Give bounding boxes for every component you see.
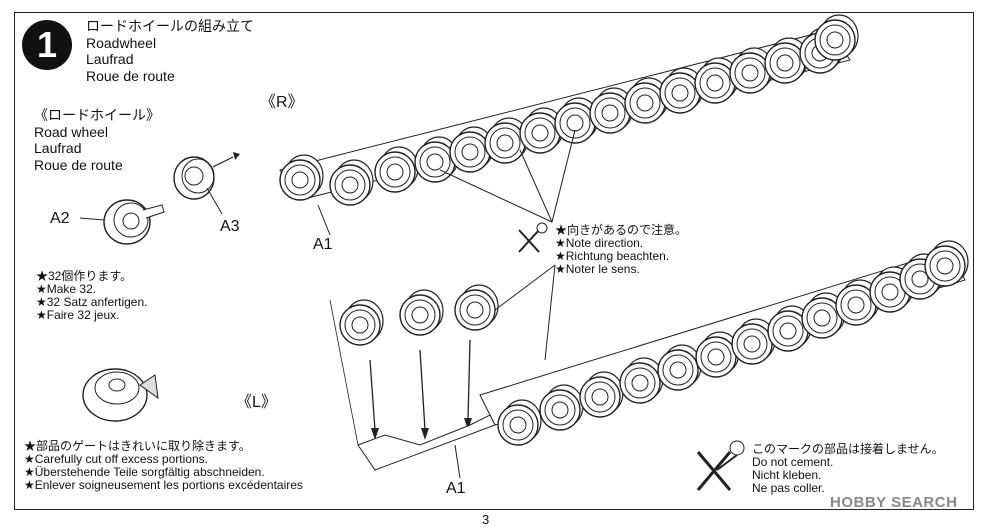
note-line: ★Noter le sens. — [555, 262, 640, 276]
title-en: Roadwheel — [86, 34, 157, 51]
title-de: Laufrad — [86, 51, 134, 67]
part-label-a3: A3 — [220, 218, 240, 235]
sub-en: Road wheel — [34, 123, 108, 140]
step-number-badge: 1 — [22, 20, 72, 70]
note-line: このマークの部品は接着しません。 — [752, 442, 944, 456]
note-line: ★Faire 32 jeux. — [36, 308, 120, 322]
page-number: 3 — [482, 512, 490, 527]
gate-part-drawing — [82, 368, 159, 422]
note-line: ★Richtung beachten. — [555, 249, 670, 263]
right-side-label: 《R》 — [260, 94, 304, 111]
no-cement-icon-large — [696, 440, 745, 491]
note-line: Ne pas coller. — [752, 481, 825, 495]
note-line: Nicht kleben. — [752, 468, 822, 482]
gate-removal-note: ★部品のゲートはきれいに取り除きます。 ★Carefully cut off e… — [24, 440, 303, 492]
note-line: ★Carefully cut off excess portions. — [24, 452, 208, 466]
sub-ja: 《ロードホイール》 — [34, 107, 160, 123]
make-quantity-note: ★32個作ります。 ★Make 32. ★32 Satz anfertigen.… — [36, 270, 148, 322]
title-fr: Roue de route — [86, 67, 175, 84]
note-line: ★Überstehende Teile sorgfältig abschneid… — [24, 465, 265, 479]
note-line: ★部品のゲートはきれいに取り除きます。 — [24, 439, 251, 453]
watermark: HOBBY SEARCH — [830, 494, 958, 511]
title-ja: ロードホイールの組み立て — [86, 18, 254, 34]
no-cement-note: このマークの部品は接着しません。 Do not cement. Nicht kl… — [752, 443, 944, 495]
note-line: ★向きがあるので注意。 — [555, 223, 688, 237]
note-line: ★32個作ります。 — [36, 269, 133, 283]
note-line: ★Note direction. — [555, 236, 644, 250]
left-wheel-row — [329, 240, 969, 479]
note-line: ★Enlever soigneusement les portions excé… — [24, 478, 303, 492]
left-side-label: 《L》 — [236, 394, 277, 411]
part-label-a2: A2 — [50, 210, 70, 227]
note-line: ★32 Satz anfertigen. — [36, 295, 148, 309]
note-line: ★Make 32. — [36, 282, 97, 296]
direction-note: ★向きがあるので注意。 ★Note direction. ★Richtung b… — [555, 224, 687, 276]
part-label-a1-bottom: A1 — [446, 480, 466, 497]
step-title: ロードホイールの組み立て Roadwheel Laufrad Roue de r… — [86, 18, 254, 84]
wheel-a2-drawing — [103, 199, 165, 245]
sub-fr: Roue de route — [34, 156, 123, 173]
note-line: Do not cement. — [752, 455, 834, 469]
sub-de: Laufrad — [34, 140, 82, 156]
right-wheel-row — [279, 14, 859, 236]
part-label-a1-top: A1 — [313, 236, 333, 253]
instruction-frame — [14, 12, 974, 510]
subassembly-title: 《ロードホイール》 Road wheel Laufrad Roue de rou… — [34, 107, 160, 173]
no-cement-icon-small — [518, 222, 548, 253]
wheel-a3-drawing — [173, 152, 240, 200]
